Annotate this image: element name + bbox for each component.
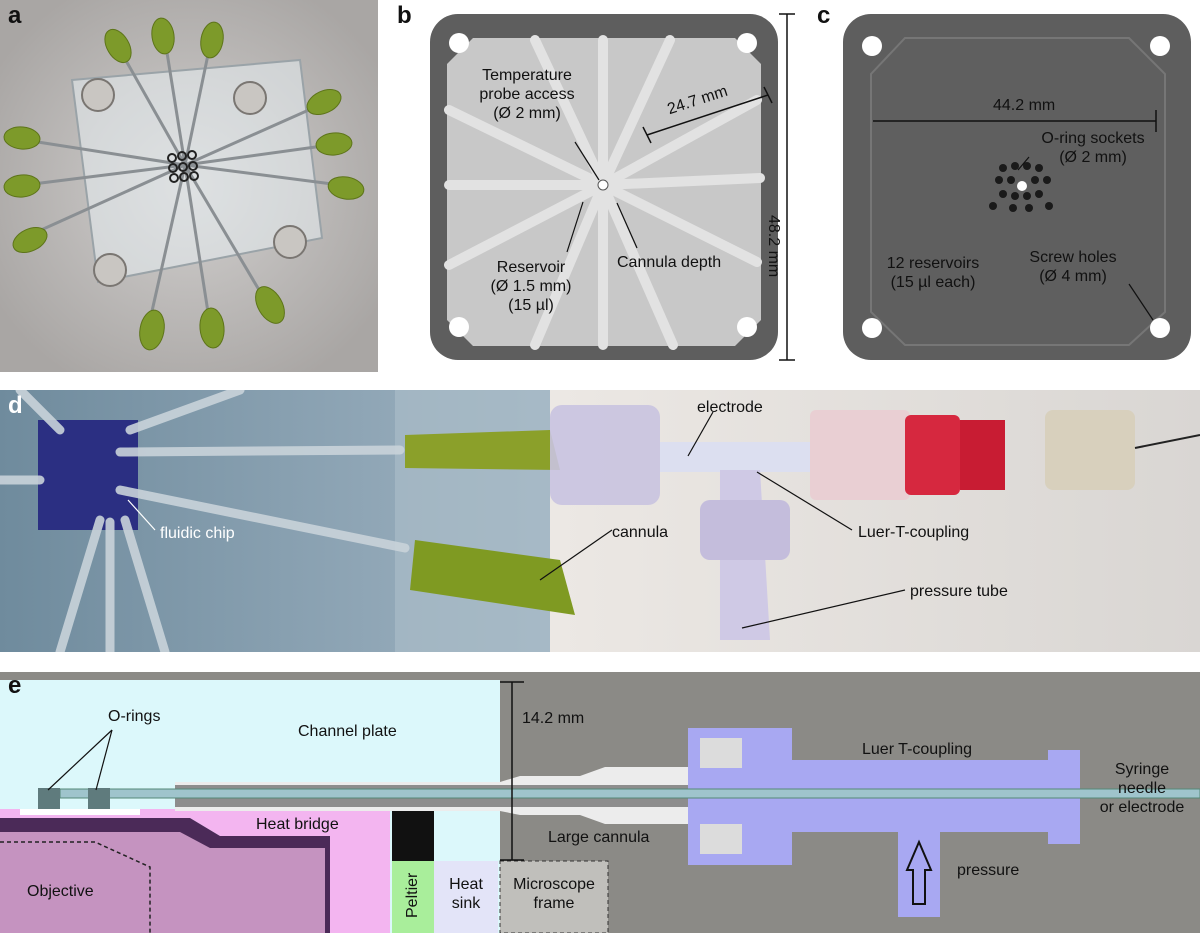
o-rings-label: O-rings: [108, 708, 161, 725]
plate-height-label: 48.2 mm: [765, 215, 782, 278]
reservoir-label: Reservoir (Ø 1.5 mm) (15 µl): [481, 258, 581, 315]
oring-sockets-label: O-ring sockets (Ø 2 mm): [1023, 129, 1163, 167]
cannula-label: cannula: [612, 524, 669, 541]
luer-t-label-e: Luer T-coupling: [862, 741, 972, 758]
syringe-label: Syringe needle or electrode: [1092, 760, 1192, 817]
chip-photo: [0, 0, 378, 372]
microscope-frame-label: Microscope frame: [504, 875, 604, 913]
peltier-label: Peltier: [404, 872, 421, 918]
reservoir-line1: Reservoir: [496, 259, 566, 276]
base-plate-cad: [843, 14, 1191, 360]
panel-e: e O-rings Channel plate 14.2 mm Luer T-c…: [0, 672, 1200, 933]
panel-b: b Temperature probe access (Ø 2 mm) 24.7…: [395, 0, 815, 372]
reservoir-line2: (Ø 1.5 mm): [490, 278, 572, 295]
panel-label-a: a: [8, 2, 22, 29]
heat-bridge-label: Heat bridge: [256, 816, 339, 833]
screw-holes-line1: Screw holes: [1029, 249, 1117, 266]
panel-label-d: d: [8, 392, 23, 419]
setup-photo: [0, 390, 1200, 652]
panel-c: c 44.2 mm O-ring sockets (Ø 2 mm) 12 res…: [815, 0, 1200, 372]
heat-sink-line1: Heat: [449, 876, 483, 893]
screw-holes-label: Screw holes (Ø 4 mm): [1013, 248, 1133, 286]
reservoirs-line2: (15 µl each): [890, 274, 976, 291]
luer-t-label: Luer-T-coupling: [858, 524, 970, 541]
temperature-probe-line1: Temperature: [482, 67, 572, 84]
width-label: 44.2 mm: [993, 97, 1056, 114]
cannula-depth-label: Cannula depth: [617, 254, 722, 271]
oring-sockets-line2: (Ø 2 mm): [1059, 149, 1127, 166]
cross-section-diagram: [0, 672, 1200, 933]
pressure-label: pressure: [957, 862, 1020, 879]
panel-label-c: c: [817, 2, 831, 29]
electrode-label: electrode: [697, 399, 763, 416]
reservoir-line3: (15 µl): [508, 297, 554, 314]
heat-sink-line2: sink: [451, 895, 481, 912]
panel-label-b: b: [397, 2, 412, 29]
microscope-frame-line2: frame: [533, 895, 575, 912]
panel-d: d electrode fluidic chip cannula Luer-T-…: [0, 390, 1200, 652]
temperature-probe-line3: (Ø 2 mm): [493, 105, 561, 122]
syringe-line3: or electrode: [1099, 799, 1185, 816]
heat-sink-label: Heat sink: [440, 875, 492, 913]
objective-label: Objective: [27, 883, 94, 900]
panel-a: a: [0, 0, 378, 372]
syringe-line2: needle: [1117, 780, 1167, 797]
large-cannula-label: Large cannula: [548, 829, 650, 846]
reservoirs-line1: 12 reservoirs: [886, 255, 980, 272]
height-label: 14.2 mm: [522, 710, 585, 727]
screw-holes-line2: (Ø 4 mm): [1039, 268, 1107, 285]
panel-label-e: e: [8, 672, 22, 699]
reservoirs-label: 12 reservoirs (15 µl each): [873, 254, 993, 292]
syringe-line1: Syringe: [1114, 761, 1170, 778]
pressure-tube-label: pressure tube: [910, 583, 1008, 600]
oring-sockets-line1: O-ring sockets: [1041, 130, 1145, 147]
channel-plate-label: Channel plate: [298, 723, 397, 740]
fluidic-chip-label: fluidic chip: [160, 525, 235, 542]
temperature-probe-line2: probe access: [479, 86, 575, 103]
microscope-frame-line1: Microscope: [513, 876, 595, 893]
temperature-probe-label: Temperature probe access (Ø 2 mm): [467, 66, 587, 123]
channel-plate-cad: [430, 13, 795, 361]
